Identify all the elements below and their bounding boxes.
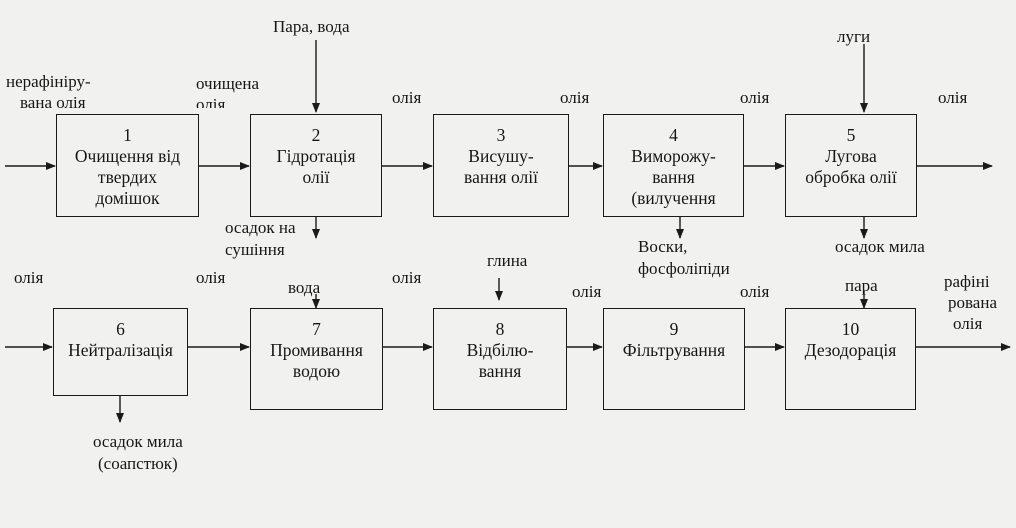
step-number: 2	[311, 125, 321, 145]
step-label: Лугова обробка олії	[805, 146, 897, 187]
step-number: 10	[841, 319, 860, 339]
label-sediment-drying-2: сушіння	[225, 240, 285, 259]
label-oil-out-5: олія	[938, 88, 968, 107]
step-number: 6	[116, 319, 125, 339]
label-steam-water: Пара, вода	[273, 17, 350, 36]
step-label: Висушу- вання олії	[464, 146, 538, 187]
step-number: 5	[846, 125, 856, 145]
label-soapstock-2: (соапстюк)	[98, 454, 178, 473]
label-cleaned-oil-2: олія	[196, 95, 226, 108]
step-label: Гідротація олії	[276, 146, 356, 187]
step-number: 3	[496, 125, 506, 145]
step-label: Нейтралізація	[68, 340, 173, 360]
label-oil-4-5: олія	[740, 88, 770, 107]
label-oil-2-3: олія	[392, 88, 422, 107]
label-refined-oil-3: олія	[953, 314, 983, 333]
label-steam: пара	[845, 276, 878, 295]
step-label: Очищення від твердих домішок	[74, 146, 181, 208]
label-alkali: луги	[837, 27, 871, 46]
step-number: 4	[669, 125, 678, 145]
step-box-2: 2 Гідротація олії	[250, 114, 382, 217]
label-waxes-1: Воски,	[638, 237, 688, 256]
label-clay: глина	[487, 251, 528, 270]
label-water: вода	[288, 278, 321, 297]
label-oil-9-10: олія	[740, 282, 770, 301]
step-label: Дезодорація	[804, 340, 897, 360]
step-box-6: 6 Нейтралізація	[53, 308, 188, 396]
label-oil-in-6: олія	[14, 268, 44, 287]
label-waxes-2: фосфоліпіди	[638, 259, 730, 278]
step-box-3: 3 Висушу- вання олії	[433, 114, 569, 217]
label-refined-oil-2: рована	[948, 293, 997, 312]
label-cleaned-oil-1: очищена	[196, 74, 259, 93]
label-unrefined-oil-1: нерафініру-	[6, 72, 91, 91]
step-box-4: 4 Виморожу- вання (вилучення	[603, 114, 744, 217]
label-soapstock-1: осадок мила	[93, 432, 183, 451]
step-box-8: 8 Відбілю- вання	[433, 308, 567, 410]
label-unrefined-oil-2: вана олія	[20, 93, 86, 108]
step-number: 9	[669, 319, 679, 339]
step-label: Промивання водою	[270, 340, 363, 381]
step-box-5: 5 Лугова обробка олії	[785, 114, 917, 217]
step-label: Фільтрування	[622, 340, 726, 360]
step-box-1: 1 Очищення від твердих домішок	[56, 114, 199, 217]
step-box-7: 7 Промивання водою	[250, 308, 383, 410]
label-oil-7-8: олія	[392, 268, 422, 287]
label-oil-8-9: олія	[572, 282, 602, 301]
step-box-10: 10 Дезодорація	[785, 308, 916, 410]
label-soap-sediment-5: осадок мила	[835, 237, 925, 256]
label-oil-3-4: олія	[560, 88, 590, 107]
step-number: 7	[312, 319, 321, 339]
step-number: 1	[123, 125, 132, 145]
label-refined-oil-1: рафіні	[944, 272, 990, 291]
label-oil-6-7: олія	[196, 268, 226, 287]
step-number: 8	[495, 319, 505, 339]
step-label: Відбілю- вання	[466, 340, 534, 381]
step-label: Виморожу- вання (вилучення	[631, 146, 716, 208]
step-box-9: 9 Фільтрування	[603, 308, 745, 410]
label-sediment-drying-1: осадок на	[225, 218, 296, 237]
